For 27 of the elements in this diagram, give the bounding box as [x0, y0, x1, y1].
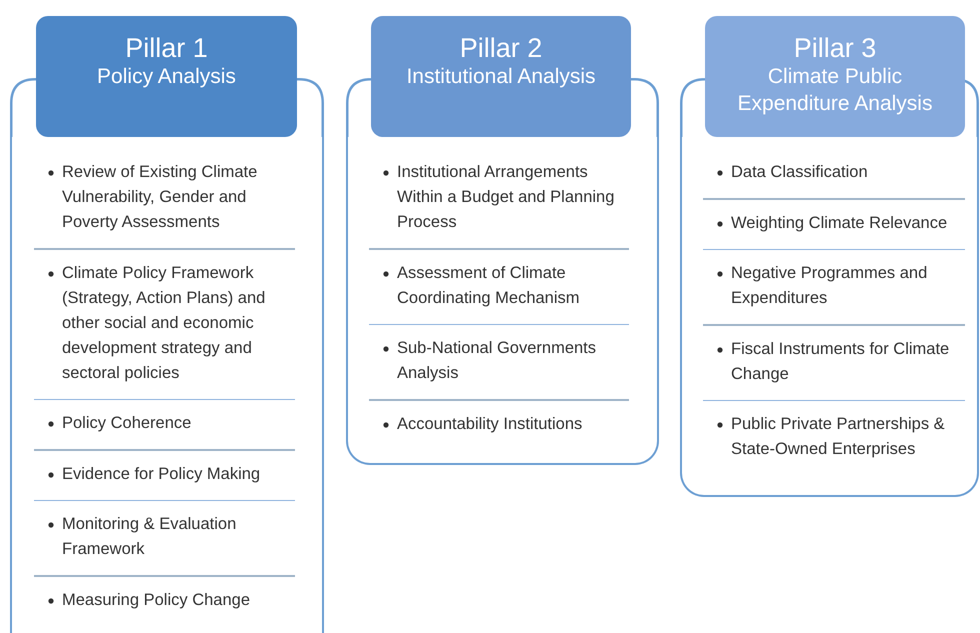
list-item: Sub-National Governments Analysis: [397, 339, 596, 382]
list-item: Evidence for Policy Making: [62, 464, 260, 482]
header-box: [705, 16, 965, 137]
pillar-subtitle: Policy Analysis: [96, 64, 237, 90]
pillar-title: Pillar 3: [792, 33, 878, 63]
pillar-title: Pillar 1: [124, 33, 209, 63]
header-box: [371, 16, 631, 137]
pillar-title: Pillar 2: [458, 33, 544, 63]
list-item: Data Classification: [731, 163, 868, 181]
list-item: Accountability Institutions: [397, 414, 582, 432]
list-item: Review of Existing Climate Vulnerability, Gender and Poverty Assessments: [62, 163, 258, 231]
list-item: Measuring Policy Change: [62, 590, 250, 608]
header-box: [36, 16, 297, 137]
list-item: Policy Coherence: [62, 414, 192, 432]
pillar-panel: [680, 137, 979, 497]
list-item: Monitoring & Evaluation Framework: [62, 515, 236, 558]
pillar-panel: [346, 137, 659, 465]
list-item: Assessment of Climate Coordinating Mechanism: [397, 264, 580, 306]
list-item: Negative Programmes and Expenditures: [731, 264, 928, 307]
list-item: Climate Policy Framework (Strategy, Action Plans) and other social and economic development strategy and sectoral policies: [62, 264, 266, 382]
pillar-subtitle: Climate Public Expenditure Analysis: [736, 64, 934, 117]
pillar-subtitle: Institutional Analysis: [405, 64, 597, 90]
list-item: Institutional Arrangements Within a Budget and Planning Process: [397, 163, 614, 231]
pillar-panel: [10, 137, 324, 633]
list-item: Weighting Climate Relevance: [731, 214, 948, 232]
list-item: Public Private Partnerships & State-Owned Enterprises: [731, 415, 945, 458]
list-item: Fiscal Instruments for Climate Change: [731, 340, 950, 382]
